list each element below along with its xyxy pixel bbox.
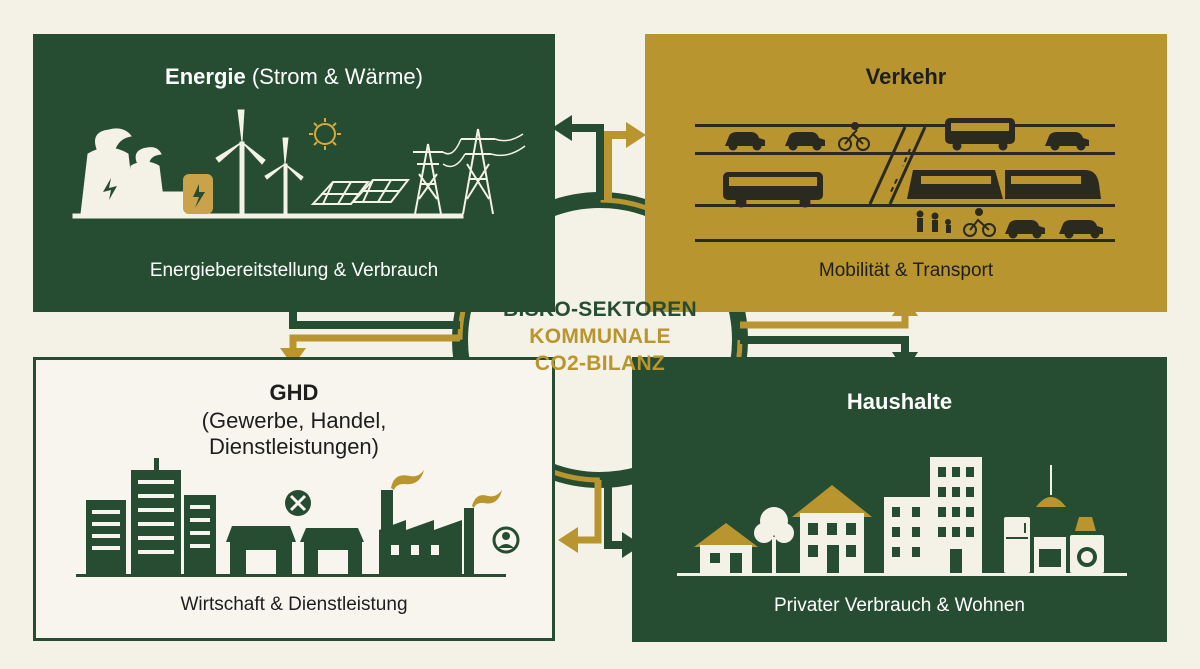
- bicycle-icon: [838, 122, 870, 151]
- verkehr-illustration: [695, 118, 1115, 242]
- steam-icon: [95, 128, 132, 150]
- washing-machine-icon: [1070, 535, 1104, 573]
- bicycle-icon: [963, 208, 996, 237]
- arrow-to-verkehr: [604, 122, 646, 200]
- arrow-to-energie: [552, 115, 604, 200]
- train-icon: [907, 170, 1101, 199]
- ground-line: [72, 213, 464, 219]
- house-icon: [694, 523, 758, 573]
- car-icon: [1045, 132, 1089, 151]
- verkehr-subtitle: Mobilität & Transport: [818, 260, 994, 281]
- energie-title: Energie (Strom & Wärme): [165, 64, 423, 89]
- lightning-icon: [103, 178, 117, 200]
- house-icon: [792, 485, 872, 573]
- fridge-icon: [1004, 517, 1030, 573]
- haushalte-title: Haushalte: [846, 389, 953, 414]
- sector-haushalte: Haushalte: [632, 357, 1167, 642]
- factory-icon: [379, 490, 474, 574]
- shop-icon: [226, 526, 296, 574]
- shop-icon: [300, 528, 364, 574]
- solar-panel-icon: [310, 179, 411, 205]
- sector-energie: Energie (Strom & Wärme): [33, 34, 555, 312]
- apartment-building-icon: [884, 457, 982, 573]
- sun-icon: [309, 118, 341, 150]
- bus-icon: [723, 172, 823, 208]
- energie-illustration: [72, 109, 526, 219]
- bus-icon: [945, 118, 1015, 151]
- ghd-illustration: [76, 458, 520, 577]
- sector-ghd: GHD (Gewerbe, Handel, Dienstleistungen): [33, 357, 555, 641]
- steam-icon: [135, 147, 162, 163]
- car-icon: [725, 132, 765, 151]
- haushalte-illustration: [677, 457, 1127, 576]
- person-icon: [492, 526, 520, 554]
- car-icon: [785, 132, 825, 151]
- sector-verkehr: Verkehr Mobilität & Transpor: [645, 34, 1167, 312]
- verkehr-title: Verkehr: [865, 64, 947, 89]
- smoke-icon: [391, 470, 424, 490]
- center-label: BISKO-SEKTOREN KOMMUNALE CO2-BILANZ: [480, 296, 720, 377]
- car-icon: [1059, 220, 1103, 239]
- wrench-screwdriver-icon: [285, 490, 311, 516]
- haushalte-subtitle: Privater Verbrauch & Wohnen: [773, 595, 1025, 616]
- ghd-title: GHD: [269, 380, 319, 405]
- wind-turbine-icon: [264, 137, 304, 215]
- ghd-title-line3: Dienstleistungen): [209, 434, 379, 459]
- wind-turbine-icon: [215, 109, 266, 215]
- tree-icon: [754, 507, 794, 573]
- ghd-title-line2: (Gewerbe, Handel,: [201, 408, 387, 433]
- energie-subtitle: Energiebereitstellung & Verbrauch: [149, 260, 439, 281]
- arrow-to-ghd: [558, 480, 602, 553]
- power-pylon-icon: [413, 128, 526, 215]
- ceiling-lamp-icon: [1036, 465, 1066, 507]
- smoke-icon: [472, 490, 502, 508]
- center-line-1: BISKO-SEKTOREN: [503, 298, 697, 321]
- pedestrians-icon: [916, 210, 951, 233]
- center-line-2: KOMMUNALE: [529, 325, 671, 348]
- office-building-icon: [86, 458, 216, 574]
- stove-icon: [1034, 537, 1066, 573]
- kettle-icon: [1075, 517, 1096, 531]
- center-line-3: CO2-BILANZ: [534, 352, 666, 375]
- car-icon: [1005, 220, 1045, 239]
- ghd-subtitle: Wirtschaft & Dienstleistung: [180, 594, 408, 615]
- plant-building: [152, 191, 188, 215]
